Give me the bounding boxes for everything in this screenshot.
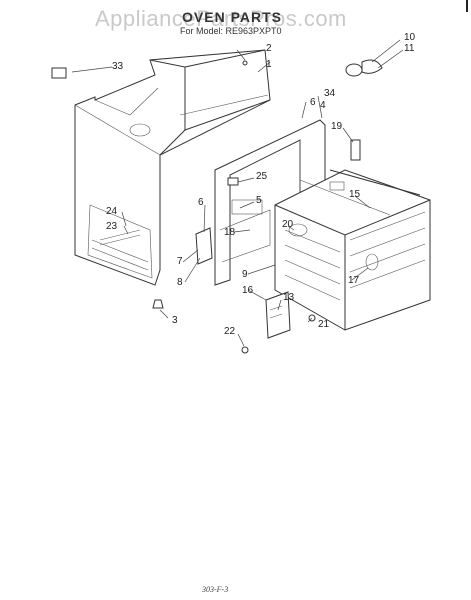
callout-19: 19 <box>331 121 343 132</box>
callout-1: 1 <box>266 59 272 70</box>
callout-13: 13 <box>283 292 295 303</box>
callout-7: 7 <box>177 256 183 267</box>
callout-16: 16 <box>242 285 254 296</box>
callout-2: 2 <box>266 43 272 54</box>
page-edge-mark <box>466 0 468 12</box>
callout-33: 33 <box>112 61 124 72</box>
callout-17: 17 <box>348 275 360 286</box>
callout-9: 9 <box>242 269 248 280</box>
callout-22: 22 <box>224 326 236 337</box>
callout-8: 8 <box>177 277 183 288</box>
callout-15: 15 <box>349 189 361 200</box>
diagram-title: OVEN PARTS <box>182 9 282 25</box>
callout-25: 25 <box>256 171 268 182</box>
callout-11: 11 <box>404 43 415 54</box>
model-subtitle: For Model: RE963PXPT0 <box>180 26 282 36</box>
callout-18: 18 <box>224 227 236 238</box>
page-footer-code: 303-F-3 <box>202 585 229 594</box>
callout-24: 24 <box>106 206 118 217</box>
leader-lines <box>71 39 404 347</box>
callout-21: 21 <box>318 319 330 330</box>
callout-10: 10 <box>404 32 416 43</box>
callout-6-lower: 6 <box>198 197 204 208</box>
watermark-text: AppliancePartsPros.com <box>95 6 347 31</box>
callout-3: 3 <box>172 315 178 326</box>
callout-4: 4 <box>320 100 326 111</box>
callout-6-upper: 6 <box>310 97 316 108</box>
small-parts <box>51 59 383 354</box>
callout-34: 34 <box>324 88 336 99</box>
callout-23: 23 <box>106 221 118 232</box>
callout-5: 5 <box>256 195 262 206</box>
oven-cavity <box>274 169 431 331</box>
callout-20: 20 <box>282 219 294 230</box>
